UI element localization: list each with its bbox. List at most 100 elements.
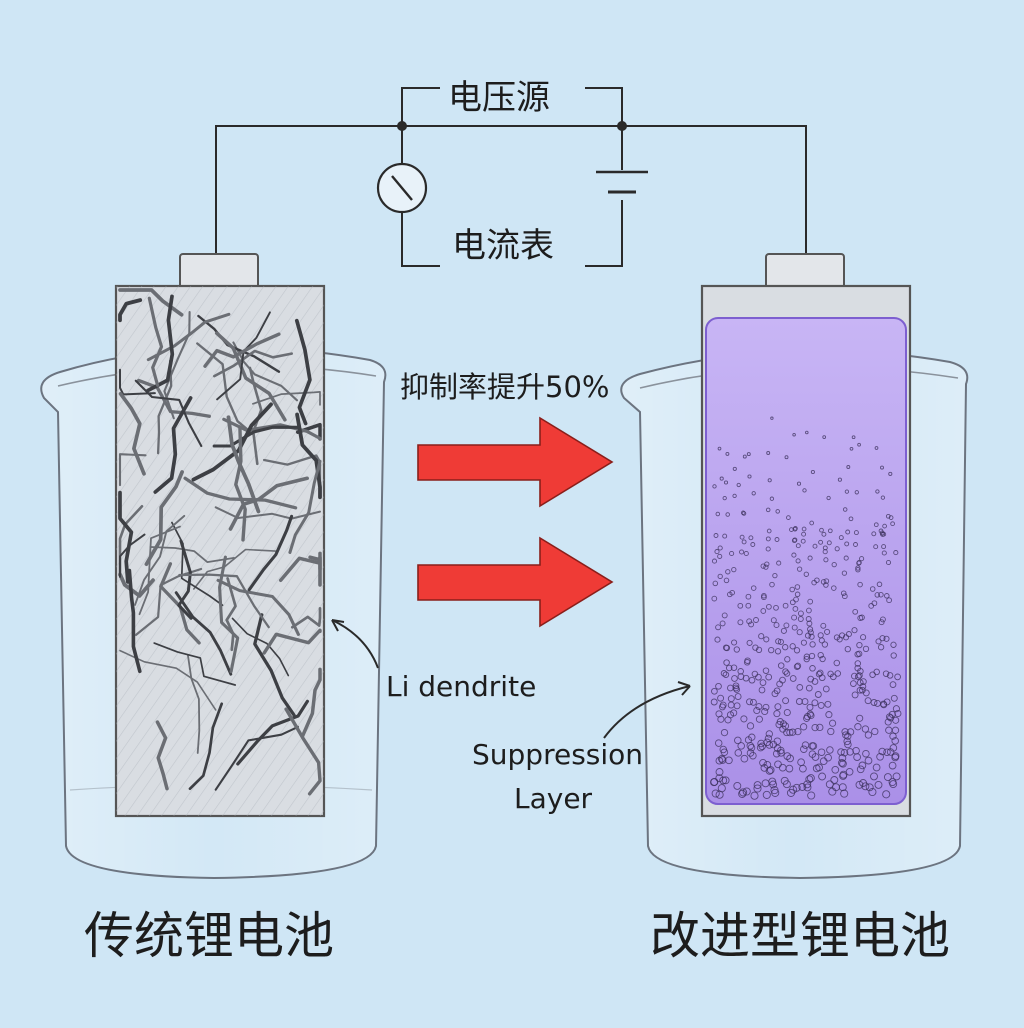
dendrite-branch (147, 296, 164, 387)
suppression-particle (890, 521, 895, 527)
suppression-particle (809, 520, 815, 526)
suppression-particle (843, 555, 849, 561)
suppression-particle (879, 530, 885, 536)
suppression-particle (800, 639, 807, 646)
suppression-particle (857, 581, 863, 588)
suppression-particle (717, 694, 725, 702)
suppression-particle (725, 756, 733, 765)
suppression-particle (806, 774, 815, 783)
dendrite-branch (178, 573, 270, 629)
dendrite-branch (203, 332, 281, 368)
dendrite-branch (226, 415, 261, 514)
suppression-particle (862, 749, 870, 758)
suppression-particle (861, 782, 870, 791)
suppression-particle (805, 616, 812, 622)
suppression-particle (820, 579, 827, 585)
suppression-particle (854, 490, 859, 495)
suppression-particle (711, 595, 718, 602)
suppression-particle (844, 732, 852, 740)
suppression-particle (769, 780, 778, 789)
suppression-particle (831, 585, 837, 591)
suppression-particle (878, 619, 885, 626)
suppression-particle (837, 748, 845, 756)
suppression-particle (887, 714, 895, 722)
suppression-particle (715, 774, 724, 783)
suppression-particle (713, 533, 719, 538)
suppression-particle (751, 491, 756, 496)
dendrite-branch (156, 359, 173, 455)
left-terminal-cap (179, 253, 259, 289)
suppression-particle (725, 569, 731, 575)
suppression-particle (764, 734, 773, 743)
suppression-particle (741, 539, 747, 545)
suppression-particle (856, 559, 862, 566)
suppression-particle (765, 673, 773, 681)
suppression-particle (865, 783, 874, 792)
dendrite-branch (234, 425, 247, 542)
suppression-particle (746, 749, 755, 757)
suppression-particle (824, 700, 832, 708)
suppression-particle (782, 780, 791, 789)
dendrite-branch (213, 349, 293, 378)
suppression-particle (833, 634, 840, 641)
suppression-particle (873, 668, 880, 676)
suppression-particle (718, 756, 727, 764)
suppression-particle (750, 585, 757, 591)
dendrite-branch (119, 368, 156, 396)
layer-pointer-arrowhead-icon (677, 681, 691, 696)
suppression-particle (874, 592, 881, 598)
suppression-particle (807, 791, 816, 800)
suppression-particle (715, 682, 722, 690)
suppression-particle (853, 542, 858, 547)
suppression-particle (822, 435, 827, 439)
dendrite-branch (153, 642, 237, 686)
suppression-particle (742, 454, 747, 459)
suppression-particle (856, 765, 865, 774)
suppression-particle (842, 634, 850, 641)
suppression-particle (773, 604, 779, 611)
suppression-particle (750, 542, 756, 547)
suppression-particle (765, 536, 771, 542)
suppression-particle (855, 567, 861, 573)
suppression-particle (722, 495, 727, 501)
suppression-particle (815, 670, 823, 678)
suppression-particle (889, 732, 897, 740)
suppression-particle (792, 537, 798, 543)
suppression-particle (765, 767, 774, 775)
dendrite-branch (119, 533, 146, 578)
suppression-particle (783, 708, 791, 717)
suppression-particle (820, 622, 827, 629)
dendrite-branch (214, 725, 299, 791)
suppression-particle (744, 657, 751, 664)
suppression-particle (719, 620, 726, 627)
suppression-particle (856, 641, 863, 649)
suppression-particle (874, 780, 883, 789)
suppression-particle (856, 714, 864, 722)
suppression-particle (717, 545, 723, 551)
suppression-particle (833, 659, 841, 667)
dendrite-branch (174, 591, 233, 676)
suppression-particle (878, 747, 886, 756)
suppression-particle (884, 593, 890, 599)
li-dendrite-label: Li dendrite (386, 670, 537, 703)
suppression-particle (868, 787, 877, 797)
suppression-particle (837, 477, 842, 482)
suppression-particle (722, 533, 728, 539)
suppression-particle (818, 539, 824, 545)
suppression-particles (710, 416, 902, 800)
suppression-particle (766, 528, 772, 534)
suppression-particle (717, 784, 726, 793)
suppression-particle (755, 715, 763, 723)
suppression-particle (789, 599, 796, 606)
suppression-particle (883, 773, 892, 782)
suppression-particle (851, 672, 858, 680)
suppression-particle (798, 783, 807, 791)
suppression-particle (792, 526, 798, 532)
suppression-particle (724, 716, 732, 724)
suppression-particle (758, 633, 765, 640)
dendrite-branch (149, 546, 235, 563)
suppression-particle (807, 626, 814, 633)
right-terminal-cap (765, 253, 845, 289)
suppression-particle (891, 753, 900, 762)
